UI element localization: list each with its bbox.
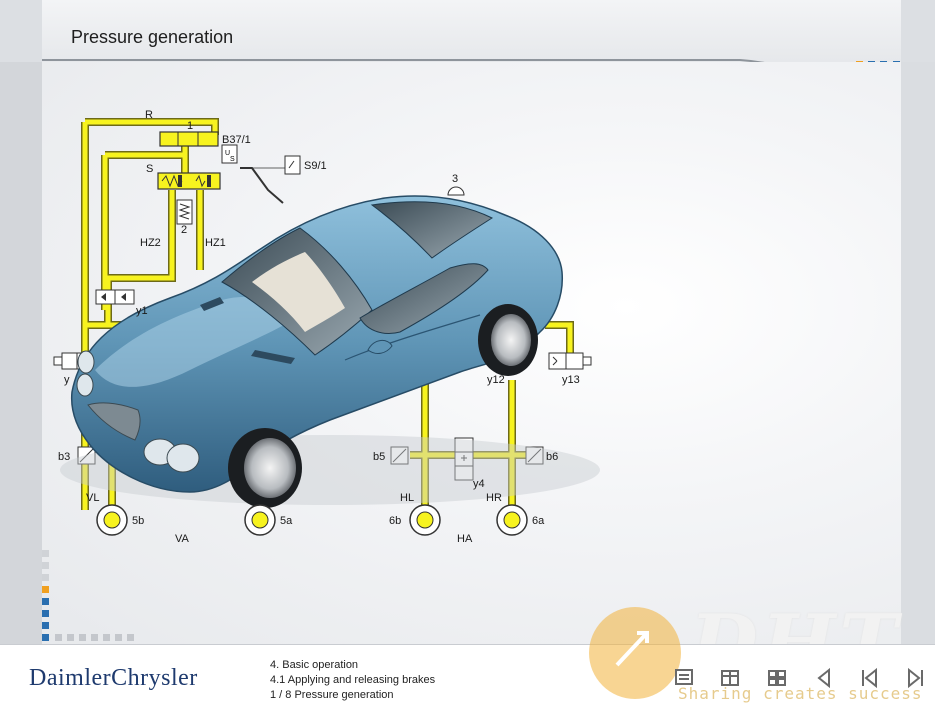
watermark-circle-icon bbox=[589, 607, 681, 699]
label-1: 1 bbox=[187, 120, 193, 132]
label-HZ2: HZ2 bbox=[140, 237, 161, 249]
previous-page-button[interactable] bbox=[858, 667, 882, 689]
label-HL: HL bbox=[400, 492, 414, 504]
footer-bar bbox=[0, 644, 935, 705]
accent-square-grey bbox=[79, 634, 86, 641]
wheel-5b-icon bbox=[96, 504, 128, 536]
header-right-strip bbox=[901, 0, 935, 62]
label-y1: y1 bbox=[136, 305, 148, 317]
back-button[interactable] bbox=[812, 667, 836, 689]
accent-square-orange bbox=[42, 586, 49, 593]
valve-y1-icon bbox=[95, 289, 135, 305]
accent-square-grey bbox=[42, 550, 49, 557]
print-button[interactable] bbox=[672, 667, 696, 689]
wheel-5a-icon bbox=[244, 504, 276, 536]
accent-square-grey bbox=[42, 574, 49, 581]
label-VA: VA bbox=[175, 533, 190, 545]
brake-booster-spring bbox=[176, 199, 193, 225]
label-5b: 5b bbox=[132, 515, 144, 527]
label-R: R bbox=[145, 109, 153, 121]
label-5a: 5a bbox=[280, 515, 293, 527]
pressure-sensor-b37-1-icon: U S bbox=[221, 144, 238, 164]
accent-square-grey bbox=[127, 634, 134, 641]
sensor-b5-icon bbox=[390, 446, 409, 465]
sensor-3-icon bbox=[447, 186, 465, 196]
accent-square-grey bbox=[91, 634, 98, 641]
sensor-b3-icon bbox=[77, 446, 96, 465]
label-S: S bbox=[146, 163, 153, 175]
left-side-strip bbox=[0, 62, 42, 644]
label-y13: y13 bbox=[562, 374, 580, 386]
breadcrumb-page: 1 / 8 Pressure generation bbox=[270, 689, 394, 701]
label-B37-1: B37/1 bbox=[222, 134, 251, 146]
label-y: y bbox=[64, 374, 70, 386]
label-6b: 6b bbox=[389, 515, 401, 527]
wheel-6a-icon bbox=[496, 504, 528, 536]
svg-text:S: S bbox=[230, 156, 235, 163]
next-page-button[interactable] bbox=[903, 667, 927, 689]
label-6a: 6a bbox=[532, 515, 545, 527]
page-title: Pressure generation bbox=[71, 27, 234, 47]
accent-square-grey bbox=[55, 634, 62, 641]
brake-fluid-reservoir bbox=[159, 131, 219, 147]
label-S9-1: S9/1 bbox=[304, 160, 327, 172]
accent-square-grey bbox=[67, 634, 74, 641]
brake-master-cylinder bbox=[157, 172, 221, 190]
label-b5: b5 bbox=[373, 451, 385, 463]
label-b6: b6 bbox=[546, 451, 558, 463]
label-3: 3 bbox=[452, 173, 458, 185]
accent-square-blue bbox=[42, 598, 49, 605]
header-left-strip bbox=[0, 0, 42, 62]
breadcrumb-section: 4.1 Applying and releasing brakes bbox=[270, 674, 436, 686]
label-HA: HA bbox=[457, 533, 473, 545]
label-HR: HR bbox=[486, 492, 502, 504]
label-2: 2 bbox=[181, 224, 187, 236]
accent-square-grey bbox=[103, 634, 110, 641]
contents-button[interactable] bbox=[718, 667, 742, 689]
accent-square-grey bbox=[42, 562, 49, 569]
wheel-6b-icon bbox=[409, 504, 441, 536]
accent-square-blue bbox=[42, 610, 49, 617]
car-illustration bbox=[60, 195, 600, 508]
label-b3: b3 bbox=[58, 451, 70, 463]
sensor-b6-icon bbox=[525, 446, 544, 465]
valve-y13-icon bbox=[548, 352, 592, 370]
label-y12: y12 bbox=[487, 374, 505, 386]
breadcrumb-chapter: 4. Basic operation bbox=[270, 659, 359, 671]
svg-text:U: U bbox=[225, 150, 230, 157]
watermark-slogan: Sharing creates success bbox=[678, 684, 923, 703]
label-y4: y4 bbox=[473, 478, 485, 490]
index-button[interactable] bbox=[765, 667, 789, 689]
accent-square-blue bbox=[42, 622, 49, 629]
accent-square-blue bbox=[42, 634, 49, 641]
right-side-strip bbox=[901, 62, 935, 644]
label-VL: VL bbox=[86, 492, 99, 504]
accent-square-grey bbox=[115, 634, 122, 641]
valve-y4-icon bbox=[454, 437, 474, 481]
brand-logo: DaimlerChrysler bbox=[29, 665, 198, 691]
label-HZ1: HZ1 bbox=[205, 237, 226, 249]
brake-pedal-icon bbox=[240, 155, 301, 204]
